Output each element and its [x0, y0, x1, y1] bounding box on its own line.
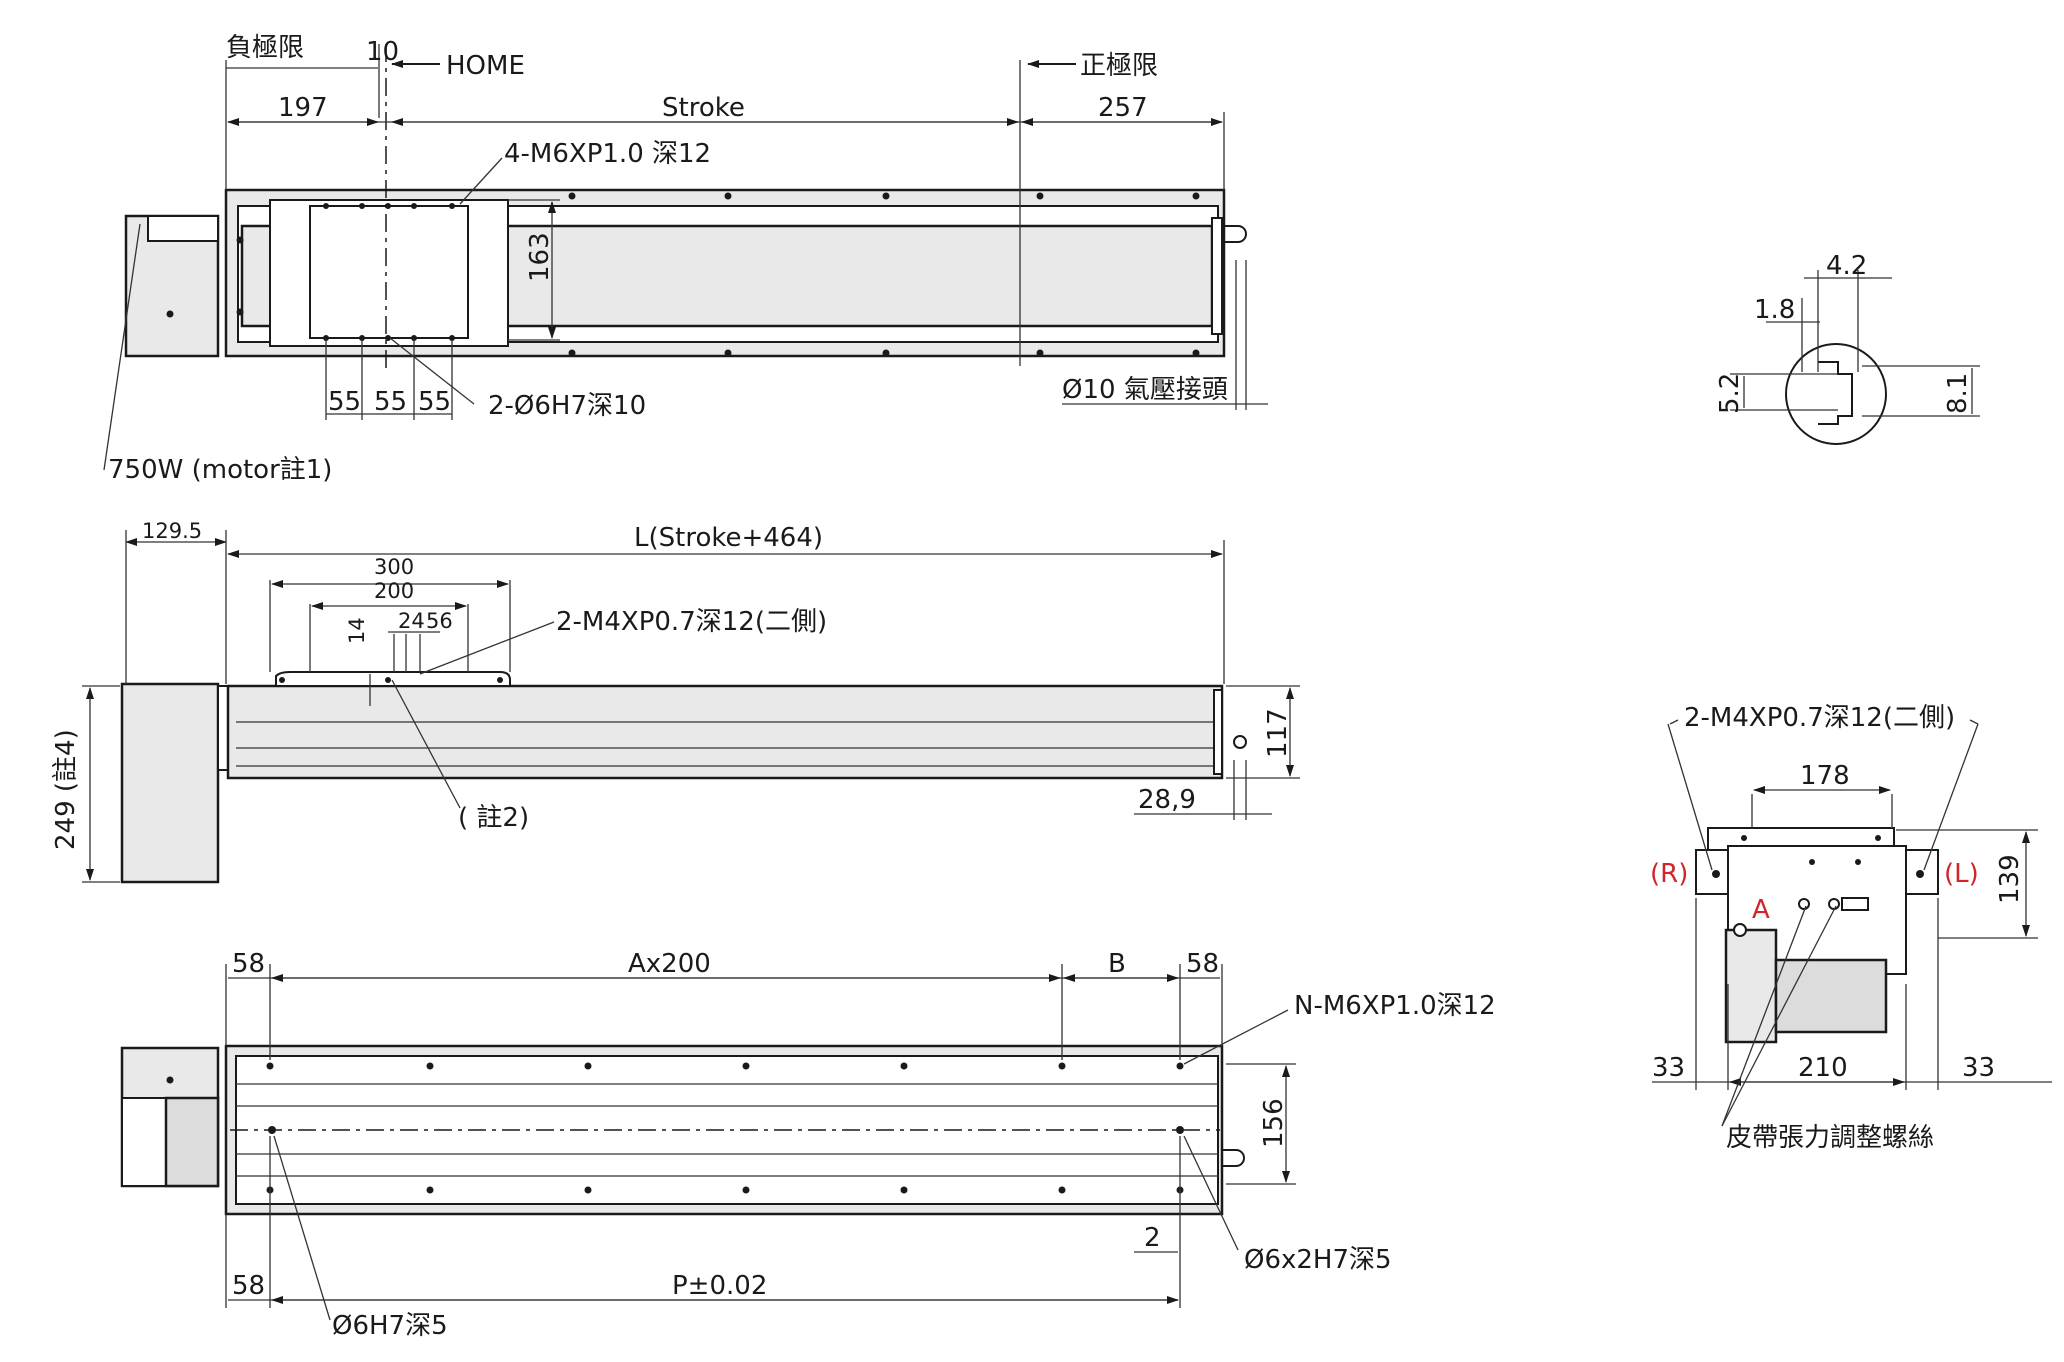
label-dim-14: 14 [345, 617, 369, 644]
end-view: 2-M4XP0.7深12(二側) 178 (R) (L) A 139 33 21… [1650, 703, 2052, 1153]
label-dim-58-tl: 58 [232, 949, 265, 979]
bottom-view: 58 Ax200 B 58 N-M6XP1.0深12 156 2 Ø6x2H7深… [120, 949, 1496, 1341]
label-dim-249: 249 (註4) [51, 729, 81, 850]
label-ax200: Ax200 [628, 949, 711, 979]
label-mark-a: A [1752, 895, 1770, 925]
label-dim-156: 156 [1259, 1098, 1289, 1148]
label-tap-n-m6: N-M6XP1.0深12 [1294, 991, 1496, 1021]
label-dim-129-5: 129.5 [142, 519, 202, 543]
label-dim-4-2: 4.2 [1826, 251, 1867, 281]
label-dim-5-2: 5.2 [1715, 373, 1745, 414]
label-dim-200: 200 [374, 579, 414, 603]
label-dim-8-1: 8.1 [1943, 373, 1973, 414]
label-dim-210: 210 [1798, 1053, 1848, 1083]
label-dim-55a: 55 [328, 387, 361, 417]
label-dim-58-bl: 58 [232, 1271, 265, 1301]
label-dim-139: 139 [1995, 854, 2025, 904]
label-dim-1-8: 1.8 [1754, 295, 1795, 325]
label-dim-24: 24 [398, 609, 425, 633]
side-view: 129.5 L(Stroke+464) 300 200 14 24 56 2-M… [51, 519, 1300, 884]
label-air-fitting: Ø10 氣壓接頭 [1062, 375, 1228, 405]
slot-detail: 4.2 1.8 5.2 8.1 [1715, 251, 1980, 445]
top-view-holes [236, 192, 1200, 357]
label-dim-2: 2 [1144, 1223, 1161, 1253]
label-tap-2m4-side: 2-M4XP0.7深12(二側) [556, 607, 827, 637]
label-pin-2phi6: 2-Ø6H7深10 [488, 391, 646, 421]
label-p-tol: P±0.02 [672, 1271, 767, 1301]
actuator-body-side [226, 684, 1224, 780]
label-pin-6x2: Ø6x2H7深5 [1244, 1245, 1392, 1275]
label-pos-limit: 正極限 [1080, 51, 1158, 81]
label-dim-178: 178 [1800, 761, 1850, 791]
label-pin-6h7: Ø6H7深5 [332, 1311, 448, 1341]
carriage-side [275, 671, 511, 687]
label-dim-56: 56 [426, 609, 453, 633]
label-length-L: L(Stroke+464) [634, 523, 823, 553]
label-dim-55c: 55 [418, 387, 451, 417]
top-view: 負極限 10 HOME 正極限 197 Stroke 257 4-M6XP1.0… [103, 33, 1268, 485]
label-dim-197: 197 [278, 93, 328, 123]
label-dim-257: 257 [1098, 93, 1148, 123]
label-note2: ( 註2) [458, 803, 529, 833]
label-dim-33-r: 33 [1962, 1053, 1995, 1083]
label-dim-55b: 55 [374, 387, 407, 417]
label-dim-33-l: 33 [1652, 1053, 1685, 1083]
motor-block-side [120, 682, 220, 884]
label-dim-28-9: 28,9 [1138, 785, 1196, 815]
label-tap-2m4-end: 2-M4XP0.7深12(二側) [1684, 703, 1955, 733]
label-dim-b: B [1108, 949, 1126, 979]
bottom-view-holes [266, 1062, 1184, 1194]
label-mark-r: (R) [1650, 859, 1688, 889]
label-dim-58-tr: 58 [1186, 949, 1219, 979]
label-motor: 750W (motor註1) [108, 455, 332, 485]
label-dim-300: 300 [374, 555, 414, 579]
label-neg-limit: 負極限 [226, 33, 304, 63]
air-fitting [1224, 225, 1247, 243]
label-dim-10: 10 [366, 37, 399, 67]
label-dim-117: 117 [1263, 708, 1293, 758]
label-belt-tension: 皮帶張力調整螺絲 [1726, 1123, 1934, 1153]
label-dim-163: 163 [525, 232, 555, 282]
label-home: HOME [446, 51, 525, 81]
label-tap-4m6: 4-M6XP1.0 深12 [504, 139, 711, 169]
label-mark-l: (L) [1944, 859, 1979, 889]
label-stroke: Stroke [662, 93, 745, 123]
air-fitting-bottom [1222, 1149, 1245, 1167]
